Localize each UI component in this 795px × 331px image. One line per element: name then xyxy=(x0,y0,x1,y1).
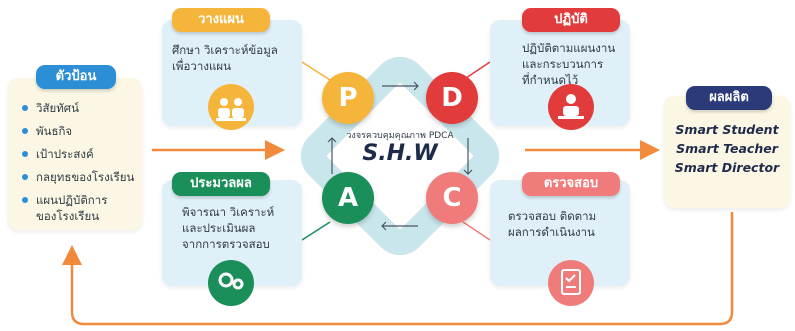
do-title: ปฏิบัติ xyxy=(522,8,620,32)
act-title: ประมวลผล xyxy=(172,172,270,196)
output-item: Smart Director xyxy=(674,160,780,175)
act-text: พิจารณา วิเคราะห์ และประเมินผล จากการตรว… xyxy=(182,205,275,251)
input-card xyxy=(8,78,142,230)
cycle-title: S.H.W xyxy=(362,141,438,166)
gears-icon xyxy=(208,260,254,306)
input-item: กลยุทธของโรงเรียน xyxy=(22,169,142,185)
plan-circle: P xyxy=(322,72,374,124)
input-list: วิสัยทัศน์ พันธกิจ เป้าประสงค์ กลยุทธของ… xyxy=(22,100,142,231)
cycle-subtitle: วงจรควบคุมคุณภาพ PDCA xyxy=(346,131,454,141)
input-title: ตัวป้อน xyxy=(36,65,116,89)
input-item: วิสัยทัศน์ xyxy=(22,100,142,116)
plan-connector xyxy=(301,61,331,81)
output-item: Smart Student xyxy=(675,122,779,137)
plan-text: ศึกษา วิเคราะห์ข้อมูล เพื่อวางแผน xyxy=(172,43,278,73)
do-text: ปฏิบัติตามแผนงาน และกระบวนการ ที่กำหนดไว… xyxy=(522,41,616,87)
check-title: ตรวจสอบ xyxy=(522,172,620,196)
meeting-icon xyxy=(208,84,254,130)
check-circle: C xyxy=(426,172,478,224)
worker-icon xyxy=(548,84,594,130)
act-connector xyxy=(301,221,331,241)
input-item: เป้าประสงค์ xyxy=(22,146,142,162)
output-title: ผลผลิต xyxy=(686,86,772,110)
do-circle: D xyxy=(426,72,478,124)
output-card: Smart Student Smart Teacher Smart Direct… xyxy=(664,96,790,208)
input-item: พันธกิจ xyxy=(22,123,142,139)
check-connector xyxy=(462,221,491,241)
feedback-loop-arrow xyxy=(62,212,734,326)
input-item: แผนปฏิบัติการ ของโรงเรียน xyxy=(22,192,142,224)
check-text: ตรวจสอบ ติดตาม ผลการดำเนินงาน xyxy=(508,209,597,239)
checklist-icon xyxy=(548,260,594,306)
plan-title: วางแผน xyxy=(172,8,270,32)
act-circle: A xyxy=(322,172,374,224)
output-item: Smart Teacher xyxy=(676,141,778,156)
